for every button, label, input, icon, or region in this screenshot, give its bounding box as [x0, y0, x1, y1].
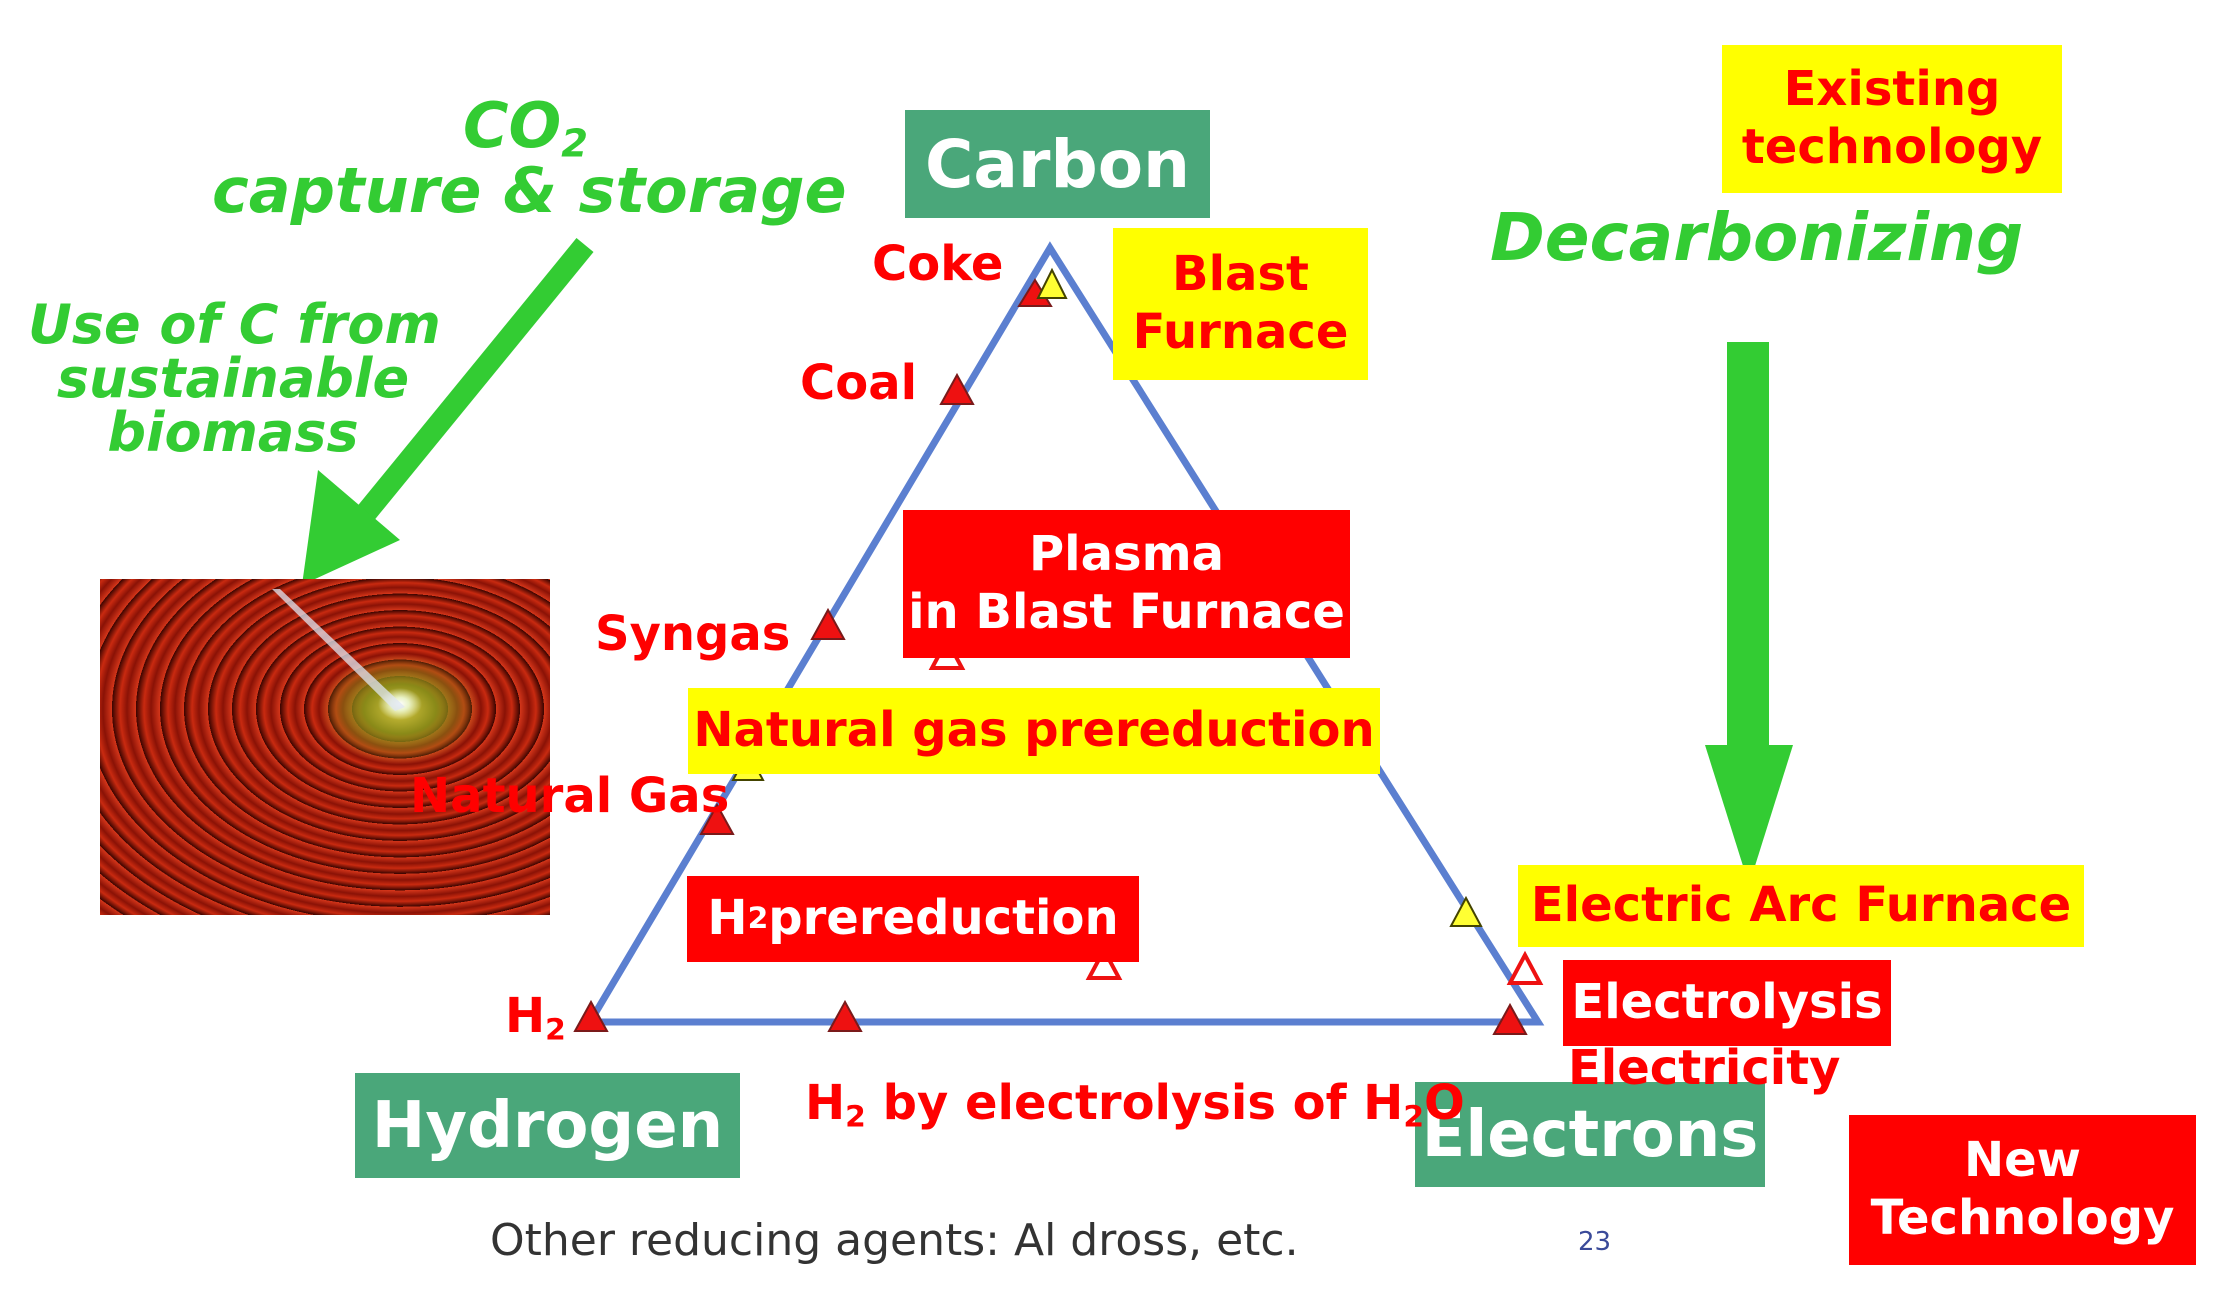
plasma-box: Plasma in Blast Furnace	[903, 510, 1350, 658]
coal-marker	[939, 372, 975, 405]
eaf-marker	[1449, 895, 1483, 927]
footer-note: Other reducing agents: Al dross, etc.	[490, 1215, 1299, 1266]
electricity-marker	[1492, 1002, 1528, 1035]
legend-new-line-2: Technology	[1870, 1190, 2175, 1246]
blast-furnace-box: Blast Furnace	[1113, 228, 1368, 380]
blast-furnace-marker	[1036, 267, 1068, 299]
legend-existing-line-1: Existing	[1783, 61, 2001, 118]
co2-arrow	[302, 238, 594, 585]
electricity-label: Electricity	[1568, 1040, 1841, 1096]
natural-gas-marker	[699, 802, 735, 835]
coal-label: Coal	[800, 355, 918, 411]
legend-existing-technology: Existing technology	[1722, 45, 2062, 193]
legend-new-technology: New Technology	[1849, 1115, 2196, 1265]
h2-electrolysis-label: H2 by electrolysis of H2O	[805, 1075, 1465, 1135]
legend-new-line-1: New	[1963, 1132, 2082, 1189]
blast-furnace-line-2: Furnace	[1132, 304, 1349, 360]
syngas-marker	[810, 607, 846, 640]
plasma-line-2: in Blast Furnace	[908, 584, 1345, 640]
page-number: 23	[1578, 1227, 1612, 1257]
electrons-node: Electrons	[1415, 1082, 1765, 1187]
syngas-label: Syngas	[595, 606, 791, 662]
h2-label: H2	[505, 988, 566, 1048]
electrolysis-box: Electrolysis	[1563, 960, 1891, 1046]
capture-storage-label: capture & storage	[212, 154, 847, 227]
swirl-icon	[272, 589, 405, 711]
swirl-photo	[100, 579, 550, 915]
co2-label: CO2	[463, 89, 588, 167]
blast-furnace-line-1: Blast	[1172, 246, 1309, 303]
coke-label: Coke	[872, 236, 1004, 292]
feed-markers	[573, 278, 1528, 1035]
natural-gas-label: Natural Gas	[410, 768, 730, 824]
h2-prereduction-marker	[1085, 945, 1123, 980]
decarbonizing-arrow	[1705, 342, 1793, 885]
legend-existing-line-2: technology	[1741, 119, 2043, 175]
decarbonizing-label: Decarbonizing	[1490, 199, 2024, 276]
biomass-line-2: sustainable	[56, 347, 410, 410]
electrolysis-marker	[1506, 950, 1544, 985]
h2-marker	[573, 999, 609, 1032]
biomass-line-1: Use of C from	[28, 293, 441, 356]
natural-gas-prereduction-box: Natural gas prereduction	[688, 688, 1380, 774]
hydrogen-node: Hydrogen	[355, 1073, 740, 1178]
plasma-line-1: Plasma	[1029, 526, 1224, 583]
h2-electrolysis-marker	[827, 999, 863, 1032]
electric-arc-furnace-box: Electric Arc Furnace	[1518, 865, 2084, 947]
biomass-label: Use of C from sustainable biomass	[28, 293, 441, 464]
biomass-line-3: biomass	[107, 401, 359, 464]
carbon-node: Carbon	[905, 110, 1210, 218]
